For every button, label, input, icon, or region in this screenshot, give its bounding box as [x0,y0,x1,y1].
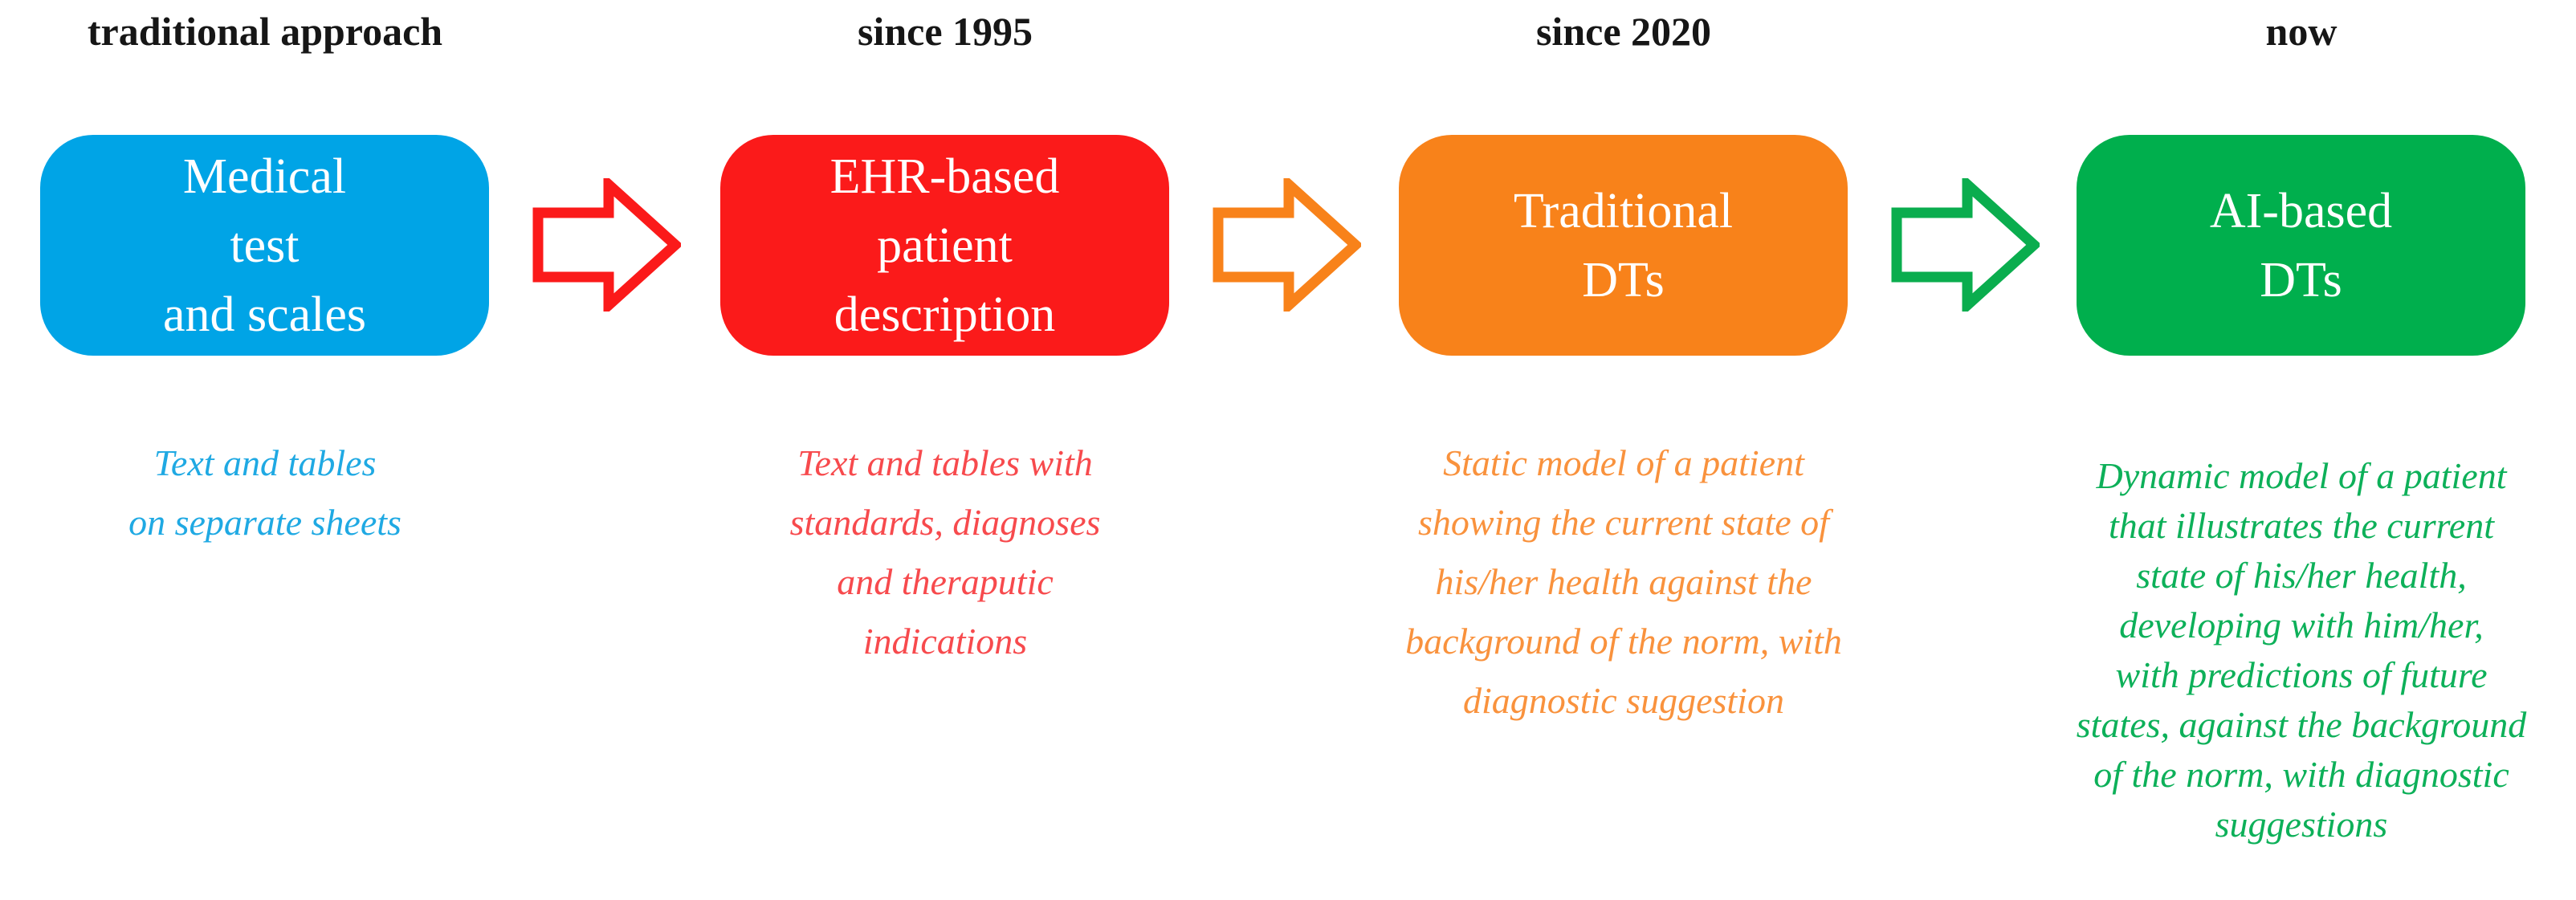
stage-description: Text and tables on separate sheets [128,442,401,543]
stage-header: since 2020 [1535,9,1712,54]
stage-header: now [2265,9,2338,54]
right-arrow-icon [1891,178,2040,312]
stage-column-since-1995: since 1995 EHR-based patient description… [680,0,1210,900]
stage-description: Dynamic model of a patient that illustra… [2076,455,2527,845]
stage-description: Static model of a patient showing the cu… [1405,442,1842,721]
right-arrow-icon [1213,178,1361,312]
stage-column-now: now AI-based DTs Dynamic model of a pati… [2036,0,2566,900]
stage-description: Text and tables with standards, diagnose… [789,442,1101,662]
stage-column-traditional-approach: traditional approach Medical test and sc… [0,0,530,900]
stage-box-ehr-description: EHR-based patient description [720,135,1169,356]
stage-box-ai-based-dts: AI-based DTs [2077,135,2525,356]
stage-column-since-2020: since 2020 Traditional DTs Static model … [1359,0,1889,900]
stage-box-traditional-dts: Traditional DTs [1399,135,1848,356]
stage-box-medical-tests: Medical test and scales [40,135,489,356]
stage-header: traditional approach [87,9,443,54]
right-arrow-icon [532,178,681,312]
stage-header: since 1995 [857,9,1033,54]
